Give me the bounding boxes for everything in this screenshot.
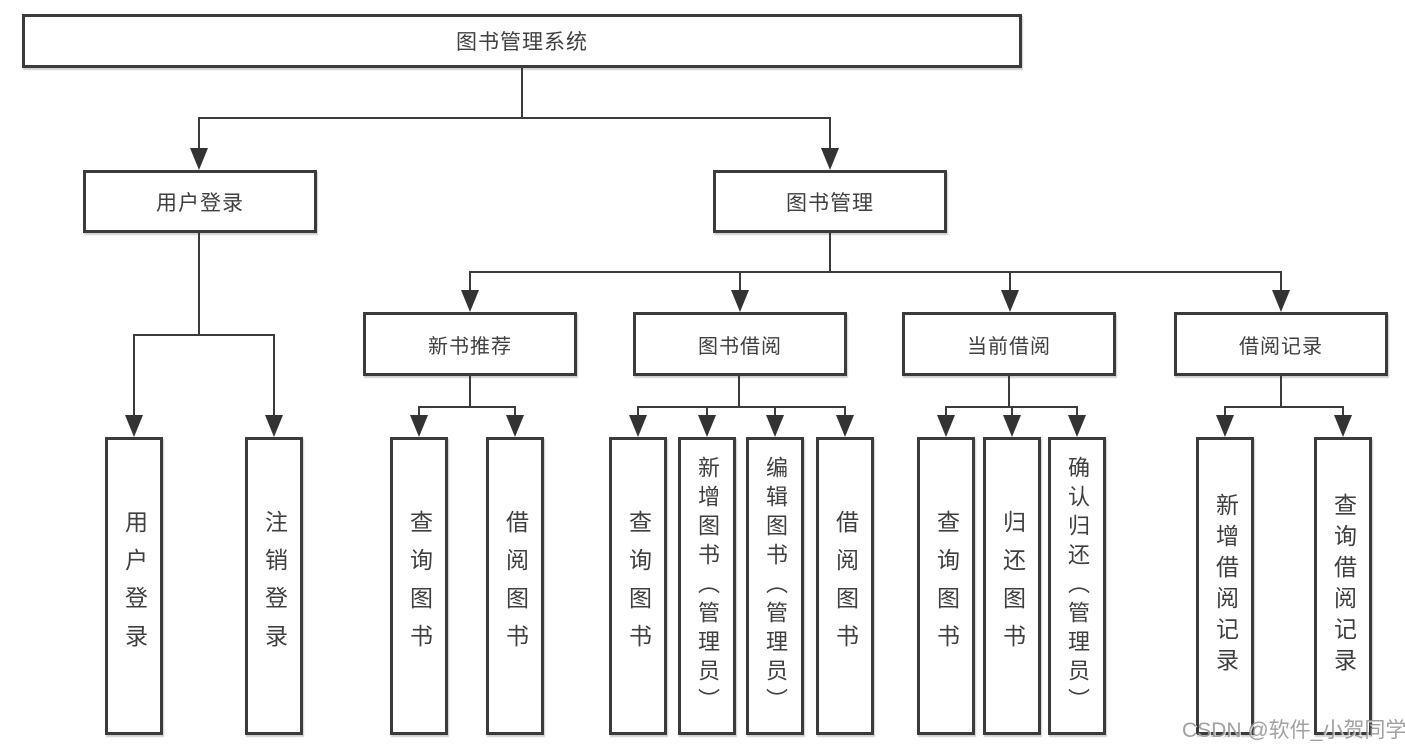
leaf-user-login: 用户登录 [105,437,163,735]
leaf-borrowing-borrow-label: 借阅图书 [832,510,859,662]
connector-newbooks-drop [469,271,471,296]
connector-cur-confirm-drop [1076,406,1078,420]
arrowhead-to-rec-query [1334,415,1352,437]
arrowhead-to-bw-query [629,415,647,437]
leaf-current-confirm-admin-label: 确认归还（管理员） [1065,455,1090,717]
connector-book-mgmt-stem [829,233,831,273]
leaf-borrowing-add-admin: 新增图书（管理员） [678,437,736,735]
leaf-records-add: 新增借阅记录 [1196,437,1254,735]
leaf-borrowing-query-label: 查询图书 [625,510,652,662]
leaf-borrowing-borrow: 借阅图书 [816,437,874,735]
connector-bw-query-drop [637,406,639,420]
arrowhead-to-cur-query [937,415,955,437]
node-user-login: 用户登录 [83,170,317,233]
connector-cur-query-drop [945,406,947,420]
connector-newbooks-stem [469,376,471,408]
connector-borrowing-stem [738,376,740,408]
connector-records-stem [1280,376,1282,408]
leaf-borrowing-edit-admin: 编辑图书（管理员） [746,437,804,735]
connector-borrowing-drop [739,271,741,296]
leaf-current-confirm-admin: 确认归还（管理员） [1048,437,1106,735]
node-book-borrowing-label: 图书借阅 [698,335,782,358]
leaf-logout-label: 注销登录 [261,510,288,662]
node-user-login-label: 用户登录 [156,191,244,215]
arrowhead-to-newbooks [461,290,479,312]
arrowhead-to-login [125,415,143,437]
leaf-newbooks-borrow: 借阅图书 [486,437,544,735]
connector-user-login-branch [133,334,275,336]
arrowhead-to-bw-edit [766,415,784,437]
leaf-current-query: 查询图书 [917,437,975,735]
arrowhead-to-cur-return [1003,415,1021,437]
connector-user-login-stem [198,233,200,336]
leaf-borrowing-add-admin-label: 新增图书（管理员） [695,455,720,717]
connector-current-stem [1008,376,1010,408]
node-current-borrowing-label: 当前借阅 [967,335,1051,358]
node-current-borrowing: 当前借阅 [902,312,1116,376]
node-root-label: 图书管理系统 [456,31,588,54]
connector-nb-query-drop [418,406,420,420]
leaf-current-query-label: 查询图书 [933,510,960,662]
leaf-newbooks-borrow-label: 借阅图书 [502,510,529,662]
leaf-borrowing-edit-admin-label: 编辑图书（管理员） [763,455,788,717]
arrowhead-to-bw-add [698,415,716,437]
arrowhead-to-records [1272,290,1290,312]
leaf-current-return-label: 归还图书 [999,510,1026,662]
connector-borrowing-branch [637,406,846,408]
node-root: 图书管理系统 [22,14,1022,68]
connector-bw-edit-drop [774,406,776,420]
connector-records-branch [1224,406,1344,408]
arrowhead-to-user-login [190,148,208,170]
node-borrow-records: 借阅记录 [1174,312,1388,376]
connector-user-login-drop [198,117,200,155]
node-book-management-label: 图书管理 [786,191,874,215]
arrowhead-to-logout [265,415,283,437]
leaf-newbooks-query: 查询图书 [390,437,448,735]
leaf-records-query-label: 查询借阅记录 [1330,493,1357,679]
leaf-logout: 注销登录 [245,437,303,735]
leaf-borrowing-query: 查询图书 [609,437,667,735]
connector-cur-return-drop [1011,406,1013,420]
leaf-user-login-label: 用户登录 [121,510,148,662]
connector-book-mgmt-branch [469,271,1282,273]
node-new-book-recommend: 新书推荐 [363,312,577,376]
connector-bw-borrow-drop [844,406,846,420]
connector-newbooks-branch [418,406,516,408]
node-new-book-recommend-label: 新书推荐 [428,335,512,358]
csdn-watermark: CSDN @软件_小贺同学 [1182,719,1405,742]
arrowhead-to-borrowing [731,290,749,312]
arrowhead-to-nb-borrow [506,415,524,437]
arrowhead-to-book-mgmt [821,148,839,170]
arrowhead-to-cur-confirm [1068,415,1086,437]
arrowhead-to-nb-query [410,415,428,437]
connector-login-drop [133,334,135,420]
leaf-newbooks-query-label: 查询图书 [406,510,433,662]
connector-book-mgmt-drop [829,117,831,155]
connector-bw-add-drop [706,406,708,420]
leaf-records-add-label: 新增借阅记录 [1212,493,1239,679]
node-book-management: 图书管理 [713,170,947,233]
leaf-records-query: 查询借阅记录 [1314,437,1372,735]
arrowhead-to-current [1001,290,1019,312]
connector-root-branch [198,117,831,119]
arrowhead-to-bw-borrow [836,415,854,437]
connector-records-drop [1280,271,1282,296]
arrowhead-to-rec-add [1216,415,1234,437]
node-borrow-records-label: 借阅记录 [1239,335,1323,358]
connector-rec-add-drop [1224,406,1226,420]
connector-rec-query-drop [1342,406,1344,420]
leaf-current-return: 归还图书 [983,437,1041,735]
connector-current-drop [1009,271,1011,296]
connector-nb-borrow-drop [514,406,516,420]
node-book-borrowing: 图书借阅 [633,312,847,376]
connector-logout-drop [273,334,275,420]
connector-root-stem [521,68,523,119]
